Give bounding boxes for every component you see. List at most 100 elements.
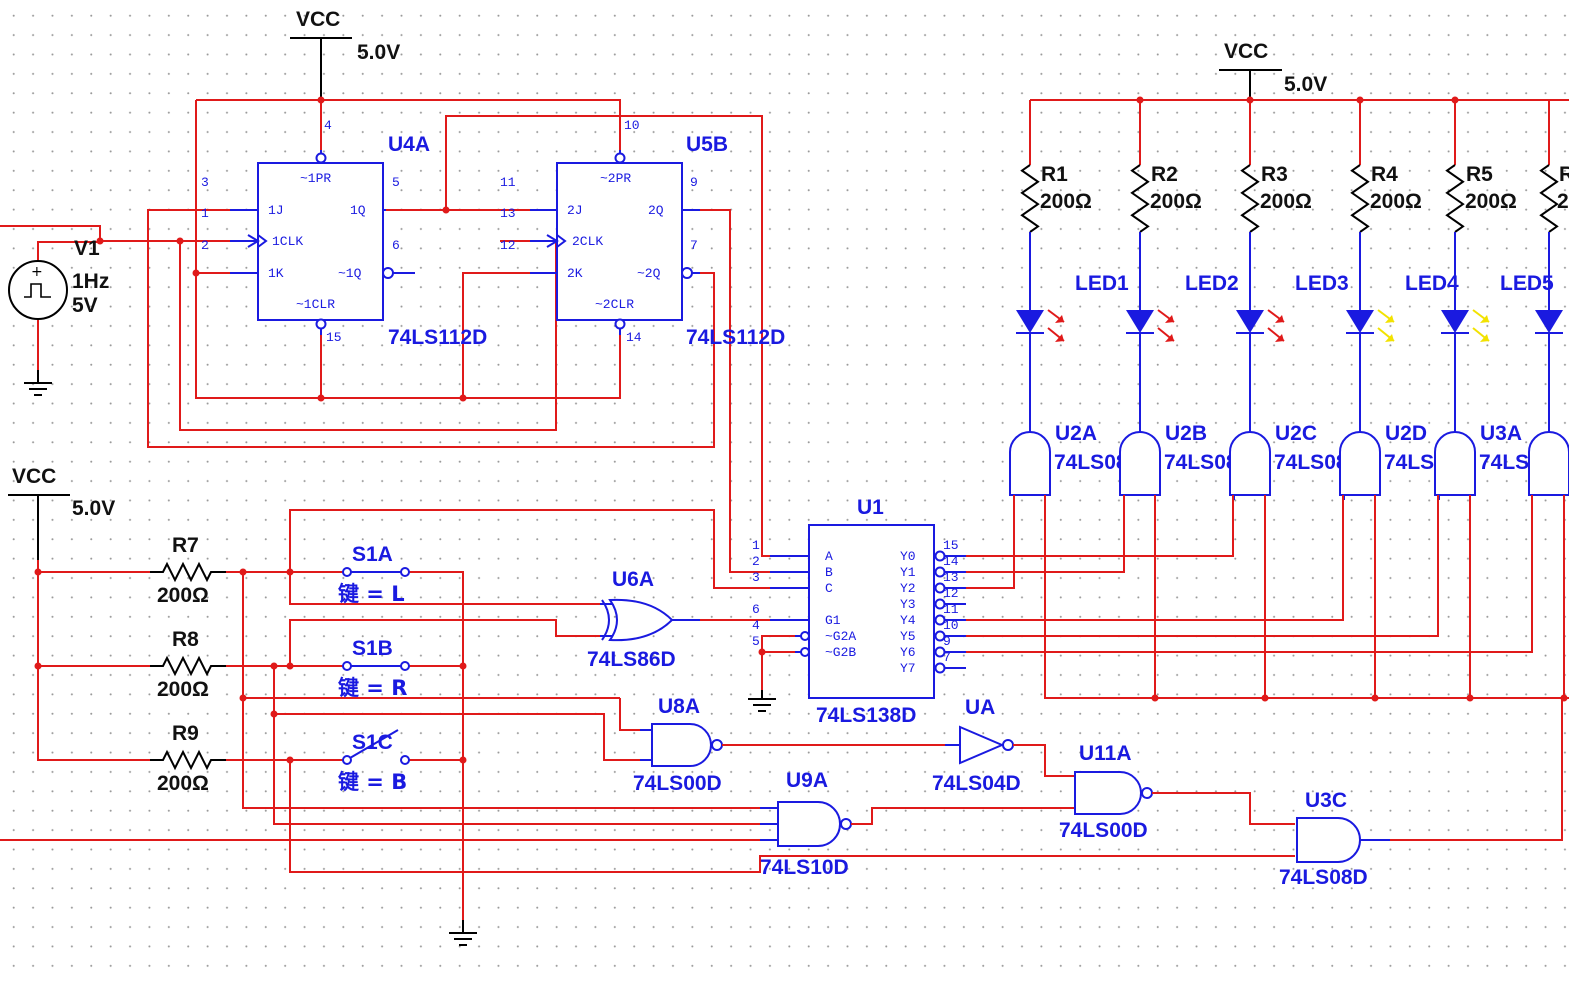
- svg-text:B: B: [825, 565, 833, 580]
- svg-text:1CLK: 1CLK: [272, 234, 303, 249]
- svg-text:2: 2: [201, 238, 209, 253]
- nand-gate-u8a[interactable]: U8A 74LS00D: [633, 695, 945, 795]
- svg-text:U6A: U6A: [612, 568, 654, 591]
- led-label: LED3: [1295, 272, 1349, 295]
- svg-text:74LS08D: 74LS08D: [1279, 866, 1368, 889]
- svg-text:14: 14: [943, 554, 959, 569]
- resistor-ref: R: [1559, 163, 1569, 186]
- svg-text:9: 9: [943, 634, 951, 649]
- svg-text:10: 10: [943, 618, 959, 633]
- svg-text:7: 7: [943, 650, 951, 665]
- svg-text:R9: R9: [172, 722, 199, 745]
- resistor-ref: R3: [1261, 163, 1288, 186]
- svg-text:~2CLR: ~2CLR: [595, 297, 634, 312]
- and-gate-ref: U2A: [1055, 422, 1097, 445]
- led-label: LED1: [1075, 272, 1129, 295]
- svg-text:10: 10: [624, 118, 640, 133]
- svg-text:~1PR: ~1PR: [300, 171, 331, 186]
- svg-text:200Ω: 200Ω: [157, 584, 209, 607]
- svg-text:~G2A: ~G2A: [825, 629, 856, 644]
- svg-text:5: 5: [752, 634, 760, 649]
- svg-text:2J: 2J: [567, 203, 583, 218]
- svg-text:4: 4: [324, 118, 332, 133]
- clock-source-v1[interactable]: + V1 1Hz 5V: [8, 237, 109, 396]
- svg-text:UA: UA: [965, 696, 995, 719]
- svg-text:1Hz: 1Hz: [72, 270, 109, 293]
- flipflop-u5b[interactable]: ~2PR 2J 2Q 2CLK 2K ~2Q ~2CLR 10 11 13 12…: [500, 118, 785, 349]
- svg-text:12: 12: [943, 586, 959, 601]
- svg-text:VCC: VCC: [1224, 40, 1268, 63]
- svg-text:U8A: U8A: [658, 695, 700, 718]
- svg-text:U1: U1: [857, 496, 884, 519]
- svg-text:Y4: Y4: [900, 613, 916, 628]
- resistor-ref: R5: [1466, 163, 1493, 186]
- led-label: LED2: [1185, 272, 1239, 295]
- svg-text:Y7: Y7: [900, 661, 916, 676]
- decoder-output-wiring: [966, 495, 1569, 841]
- svg-text:~2PR: ~2PR: [600, 171, 631, 186]
- svg-text:74LS00D: 74LS00D: [1059, 819, 1148, 842]
- vcc-supply-top-left[interactable]: VCC 5.0V: [290, 8, 400, 100]
- svg-text:R7: R7: [172, 534, 199, 557]
- svg-text:12: 12: [500, 238, 516, 253]
- resistor-value: 200Ω: [1260, 190, 1312, 213]
- svg-text:1K: 1K: [268, 266, 284, 281]
- resistor-r9[interactable]: R9 200Ω: [150, 722, 226, 795]
- svg-text:11: 11: [943, 602, 959, 617]
- led-label: LED5: [1500, 272, 1554, 295]
- svg-text:~1Q: ~1Q: [338, 266, 362, 281]
- resistor-r7[interactable]: R7 200Ω: [150, 534, 226, 607]
- svg-text:键 = B: 键 = B: [338, 770, 407, 794]
- nand-gate-u11a[interactable]: U11A 74LS00D: [1059, 742, 1295, 842]
- svg-text:3: 3: [752, 570, 760, 585]
- vcc-supply-left[interactable]: VCC 5.0V: [8, 465, 150, 761]
- svg-text:200Ω: 200Ω: [157, 772, 209, 795]
- svg-text:1J: 1J: [268, 203, 284, 218]
- nand3-gate-u9a[interactable]: U9A 74LS10D: [760, 769, 1075, 879]
- resistor-value: 2: [1557, 190, 1569, 213]
- svg-text:74LS04D: 74LS04D: [932, 772, 1021, 795]
- svg-text:~1CLR: ~1CLR: [296, 297, 335, 312]
- svg-text:5: 5: [392, 175, 400, 190]
- svg-text:S1C: S1C: [352, 731, 393, 754]
- led-column-6[interactable]: R2: [1528, 100, 1569, 496]
- flipflop-u4a[interactable]: ~1PR 1J 1Q 1CLK 1K ~1Q ~1CLR 4 3 1 2 5 6…: [201, 118, 487, 349]
- svg-text:+: +: [31, 264, 43, 280]
- resistor-ref: R1: [1041, 163, 1068, 186]
- svg-text:Y2: Y2: [900, 581, 916, 596]
- svg-text:Y6: Y6: [900, 645, 916, 660]
- svg-text:74LS138D: 74LS138D: [816, 704, 916, 727]
- not-gate-ua[interactable]: UA 74LS04D: [932, 696, 1075, 795]
- svg-text:15: 15: [326, 330, 342, 345]
- resistor-ref: R2: [1151, 163, 1178, 186]
- svg-text:S1A: S1A: [352, 543, 393, 566]
- resistor-ref: R4: [1371, 163, 1398, 186]
- u4a-ref: U4A: [388, 133, 430, 156]
- svg-text:5V: 5V: [72, 294, 98, 317]
- vcc-supply-top-right[interactable]: VCC 5.0V: [1030, 40, 1569, 104]
- decoder-u1[interactable]: A1B2C3G16~G2A4~G2B5Y015Y114Y213Y312Y411Y…: [748, 496, 966, 727]
- flipflop-wiring: [0, 96, 770, 573]
- svg-text:15: 15: [943, 538, 959, 553]
- u4a-part: 74LS112D: [388, 326, 487, 349]
- svg-text:1: 1: [752, 538, 760, 553]
- switch-s1c[interactable]: S1C 键 = B: [338, 729, 410, 794]
- svg-text:~2Q: ~2Q: [637, 266, 661, 281]
- svg-text:74LS10D: 74LS10D: [760, 856, 849, 879]
- svg-text:14: 14: [626, 330, 642, 345]
- and-gate-u3c[interactable]: U3C 74LS08D: [1279, 789, 1390, 889]
- resistor-value: 200Ω: [1150, 190, 1202, 213]
- svg-text:S1B: S1B: [352, 637, 393, 660]
- xor-gate-u6a[interactable]: U6A 74LS86D: [587, 568, 770, 671]
- svg-text:U3C: U3C: [1305, 789, 1347, 812]
- switch-logic-wiring: [0, 509, 1295, 946]
- svg-text:2Q: 2Q: [648, 203, 664, 218]
